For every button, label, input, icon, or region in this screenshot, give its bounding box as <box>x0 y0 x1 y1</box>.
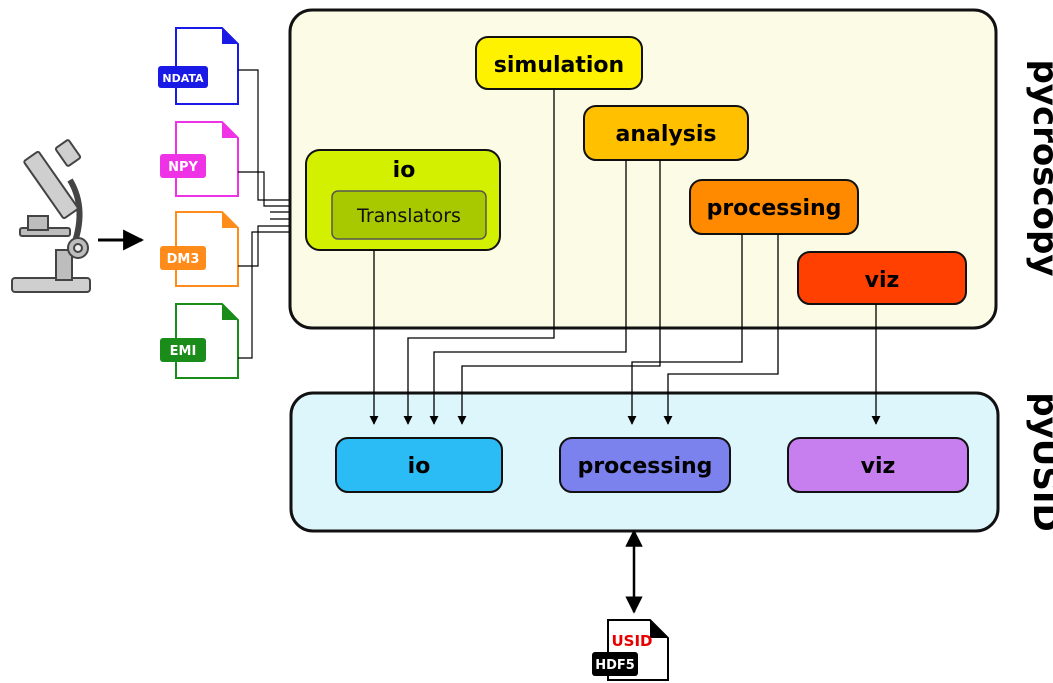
pyusid-viz-box[interactable]: viz <box>787 437 969 493</box>
pycroscopy-io-label: io <box>393 158 416 183</box>
pycroscopy-title: pycroscopy <box>1025 59 1053 276</box>
simulation-box[interactable]: simulation <box>475 36 643 90</box>
pycroscopy-processing-label: processing <box>707 196 842 221</box>
pycroscopy-processing-box[interactable]: processing <box>689 179 859 235</box>
file-npy-label: NPY <box>168 160 198 175</box>
analysis-label: analysis <box>616 122 717 147</box>
file-emi-label: EMI <box>170 344 197 359</box>
microscope-icon <box>11 139 91 293</box>
translators-label: Translators <box>356 205 461 227</box>
pyusid-processing-label: processing <box>578 454 713 479</box>
simulation-label: simulation <box>494 53 624 78</box>
pyusid-title: pyUSID <box>1025 392 1053 531</box>
file-emi-icon: EMI <box>160 303 239 379</box>
pycroscopy-viz-label: viz <box>865 268 900 293</box>
translators-box[interactable]: Translators <box>331 190 487 240</box>
pycroscopy-viz-box[interactable]: viz <box>797 251 967 305</box>
pyusid-io-box[interactable]: io <box>335 437 503 493</box>
file-ndata-label: NDATA <box>162 72 204 85</box>
hdf5-label: HDF5 <box>595 658 635 673</box>
file-dm3-icon: DM3 <box>160 211 239 287</box>
file-dm3-label: DM3 <box>167 252 200 267</box>
file-npy-icon: NPY <box>160 121 239 197</box>
usid-label: USID <box>611 632 652 650</box>
analysis-box[interactable]: analysis <box>583 105 749 161</box>
file-ndata-icon: NDATA <box>158 27 239 105</box>
pyusid-processing-box[interactable]: processing <box>559 437 731 493</box>
pyusid-viz-label: viz <box>861 454 896 479</box>
hdf5-usid-file-icon: USID HDF5 <box>592 619 669 681</box>
pyusid-io-label: io <box>408 454 431 479</box>
dependency-arrows <box>369 89 881 614</box>
